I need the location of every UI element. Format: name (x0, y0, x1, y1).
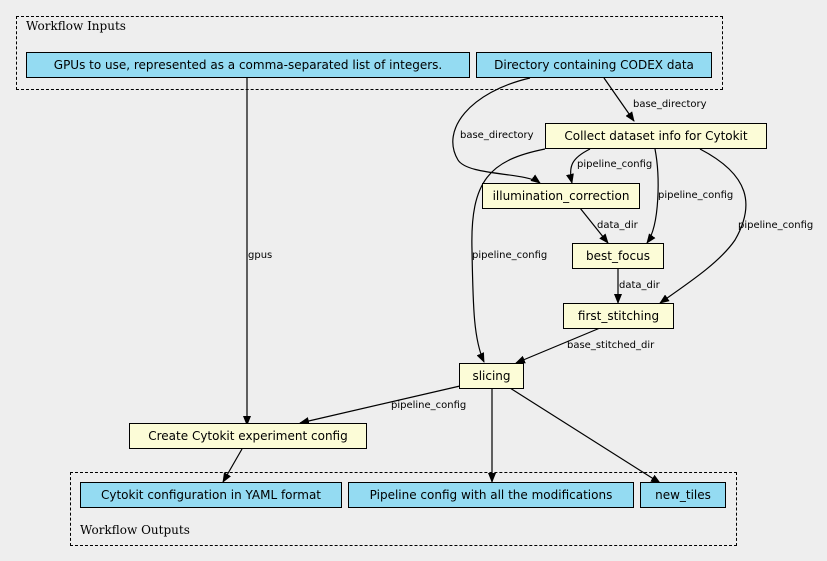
edge-base-directory-collect (603, 77, 635, 122)
edge-pipeline-config-illum (566, 148, 591, 184)
pipeline-config-output-node[interactable]: Pipeline config with all the modificatio… (348, 482, 634, 508)
edge-data-dir-focus (579, 207, 609, 244)
edge-label: pipeline_config (658, 190, 733, 201)
edge-label: base_directory (460, 130, 534, 141)
workflow-outputs-cluster (70, 472, 737, 546)
edge-base-directory-illum (452, 77, 541, 184)
slicing-node[interactable]: slicing (459, 363, 524, 389)
collect-dataset-info-node[interactable]: Collect dataset info for Cytokit (545, 123, 767, 149)
yaml-config-output-node[interactable]: Cytokit configuration in YAML format (80, 482, 342, 508)
edge-label: pipeline_config (738, 220, 813, 231)
edge-label: data_dir (619, 280, 661, 291)
edge-tiles (509, 387, 661, 484)
edge-base-stitched-dir (515, 327, 601, 364)
edge-yaml (222, 448, 243, 483)
edge-label: pipeline_config (577, 159, 652, 170)
gpus-input-node[interactable]: GPUs to use, represented as a comma-sepa… (26, 52, 470, 78)
edge-pipeline-config-create (299, 385, 461, 425)
edge-label: gpus (248, 250, 272, 261)
edge-label: base_stitched_dir (567, 340, 655, 351)
edge-pipeline-config-focus (646, 148, 659, 244)
edge-label: base_directory (633, 99, 707, 110)
new-tiles-output-node[interactable]: new_tiles (640, 482, 726, 508)
workflow-outputs-label: Workflow Outputs (80, 523, 190, 537)
workflow-inputs-cluster (16, 16, 723, 90)
best-focus-node[interactable]: best_focus (572, 243, 664, 269)
edge-pipeline-config-slice (471, 148, 546, 363)
edge-label: pipeline_config (391, 400, 466, 411)
edge-label: pipeline_config (472, 250, 547, 261)
codex-directory-input-node[interactable]: Directory containing CODEX data (476, 52, 712, 78)
edge-label: data_dir (597, 220, 639, 231)
illumination-correction-node[interactable]: illumination_correction (482, 183, 640, 209)
create-cytokit-config-node[interactable]: Create Cytokit experiment config (129, 423, 367, 449)
workflow-inputs-label: Workflow Inputs (26, 19, 126, 33)
first-stitching-node[interactable]: first_stitching (563, 303, 674, 329)
edge-pipeline-config-stitch (659, 148, 747, 304)
